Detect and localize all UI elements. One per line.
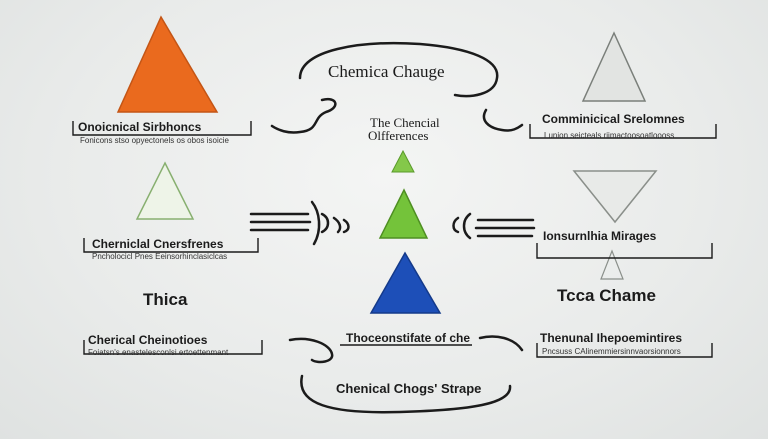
label-top-center-title: Chemica Chauge bbox=[328, 62, 445, 81]
label-top-left-sub: Fonicons stso opyectonels os obos isoici… bbox=[80, 136, 229, 145]
word-left: Thica bbox=[143, 290, 188, 309]
label-bottom-left-sub: Foiatsn's enastelesconlsi ertoettenmant bbox=[88, 348, 229, 357]
curly-stroke-left bbox=[270, 97, 337, 134]
underlines bbox=[72, 121, 717, 358]
label-top-right-sub: Lunion seicteals riimactoosoatloooss bbox=[544, 131, 675, 140]
bottom-banner-swoosh bbox=[300, 374, 512, 414]
label-bottom-left-title: Cherical Cheinotioes bbox=[88, 333, 208, 347]
word-right: Tcca Chame bbox=[557, 286, 656, 305]
label-mid-left-sub: Pncholocicl Pnes Eeinsorhinclasiclcas bbox=[92, 252, 228, 261]
bottom-curl-right bbox=[478, 335, 524, 352]
small-green-triangle bbox=[391, 149, 415, 173]
green-triangle bbox=[378, 188, 429, 239]
label-mid-left-title: Cherniclal Cnersfrenes bbox=[92, 237, 224, 251]
label-mid-right-title: Ionsurnlhia Mirages bbox=[543, 229, 657, 243]
label-top-right-title: Comminicical Srelomnes bbox=[542, 112, 685, 126]
left-arrow bbox=[249, 200, 350, 246]
center-heading-line1: The Chencial bbox=[370, 115, 440, 130]
small-outline-triangle bbox=[600, 249, 624, 280]
blue-triangle bbox=[369, 251, 442, 314]
label-bottom-right-sub: Pncsuss CAlinemmiersinnvaorsionnors bbox=[542, 347, 681, 356]
label-bottom-right-title: Thenunal Ihepoemintires bbox=[540, 331, 683, 345]
label-bottom-center-title: Thoceonstifate of che bbox=[346, 331, 471, 345]
gray-outline-triangle-top-right bbox=[581, 31, 647, 102]
label-top-left-title: Onoicnical Sirbhoncs bbox=[78, 120, 202, 134]
light-green-triangle bbox=[135, 161, 195, 220]
orange-triangle bbox=[116, 15, 219, 113]
inverted-outline-triangle bbox=[572, 170, 658, 224]
top-center-swoosh bbox=[298, 41, 499, 98]
bottom-curl-left bbox=[288, 337, 334, 364]
center-heading-line2: Olfferences bbox=[368, 128, 429, 143]
right-arrow bbox=[452, 212, 536, 240]
bottom-banner-label: Chenical Chogs' Strape bbox=[336, 381, 482, 396]
curly-stroke-right bbox=[482, 108, 524, 132]
